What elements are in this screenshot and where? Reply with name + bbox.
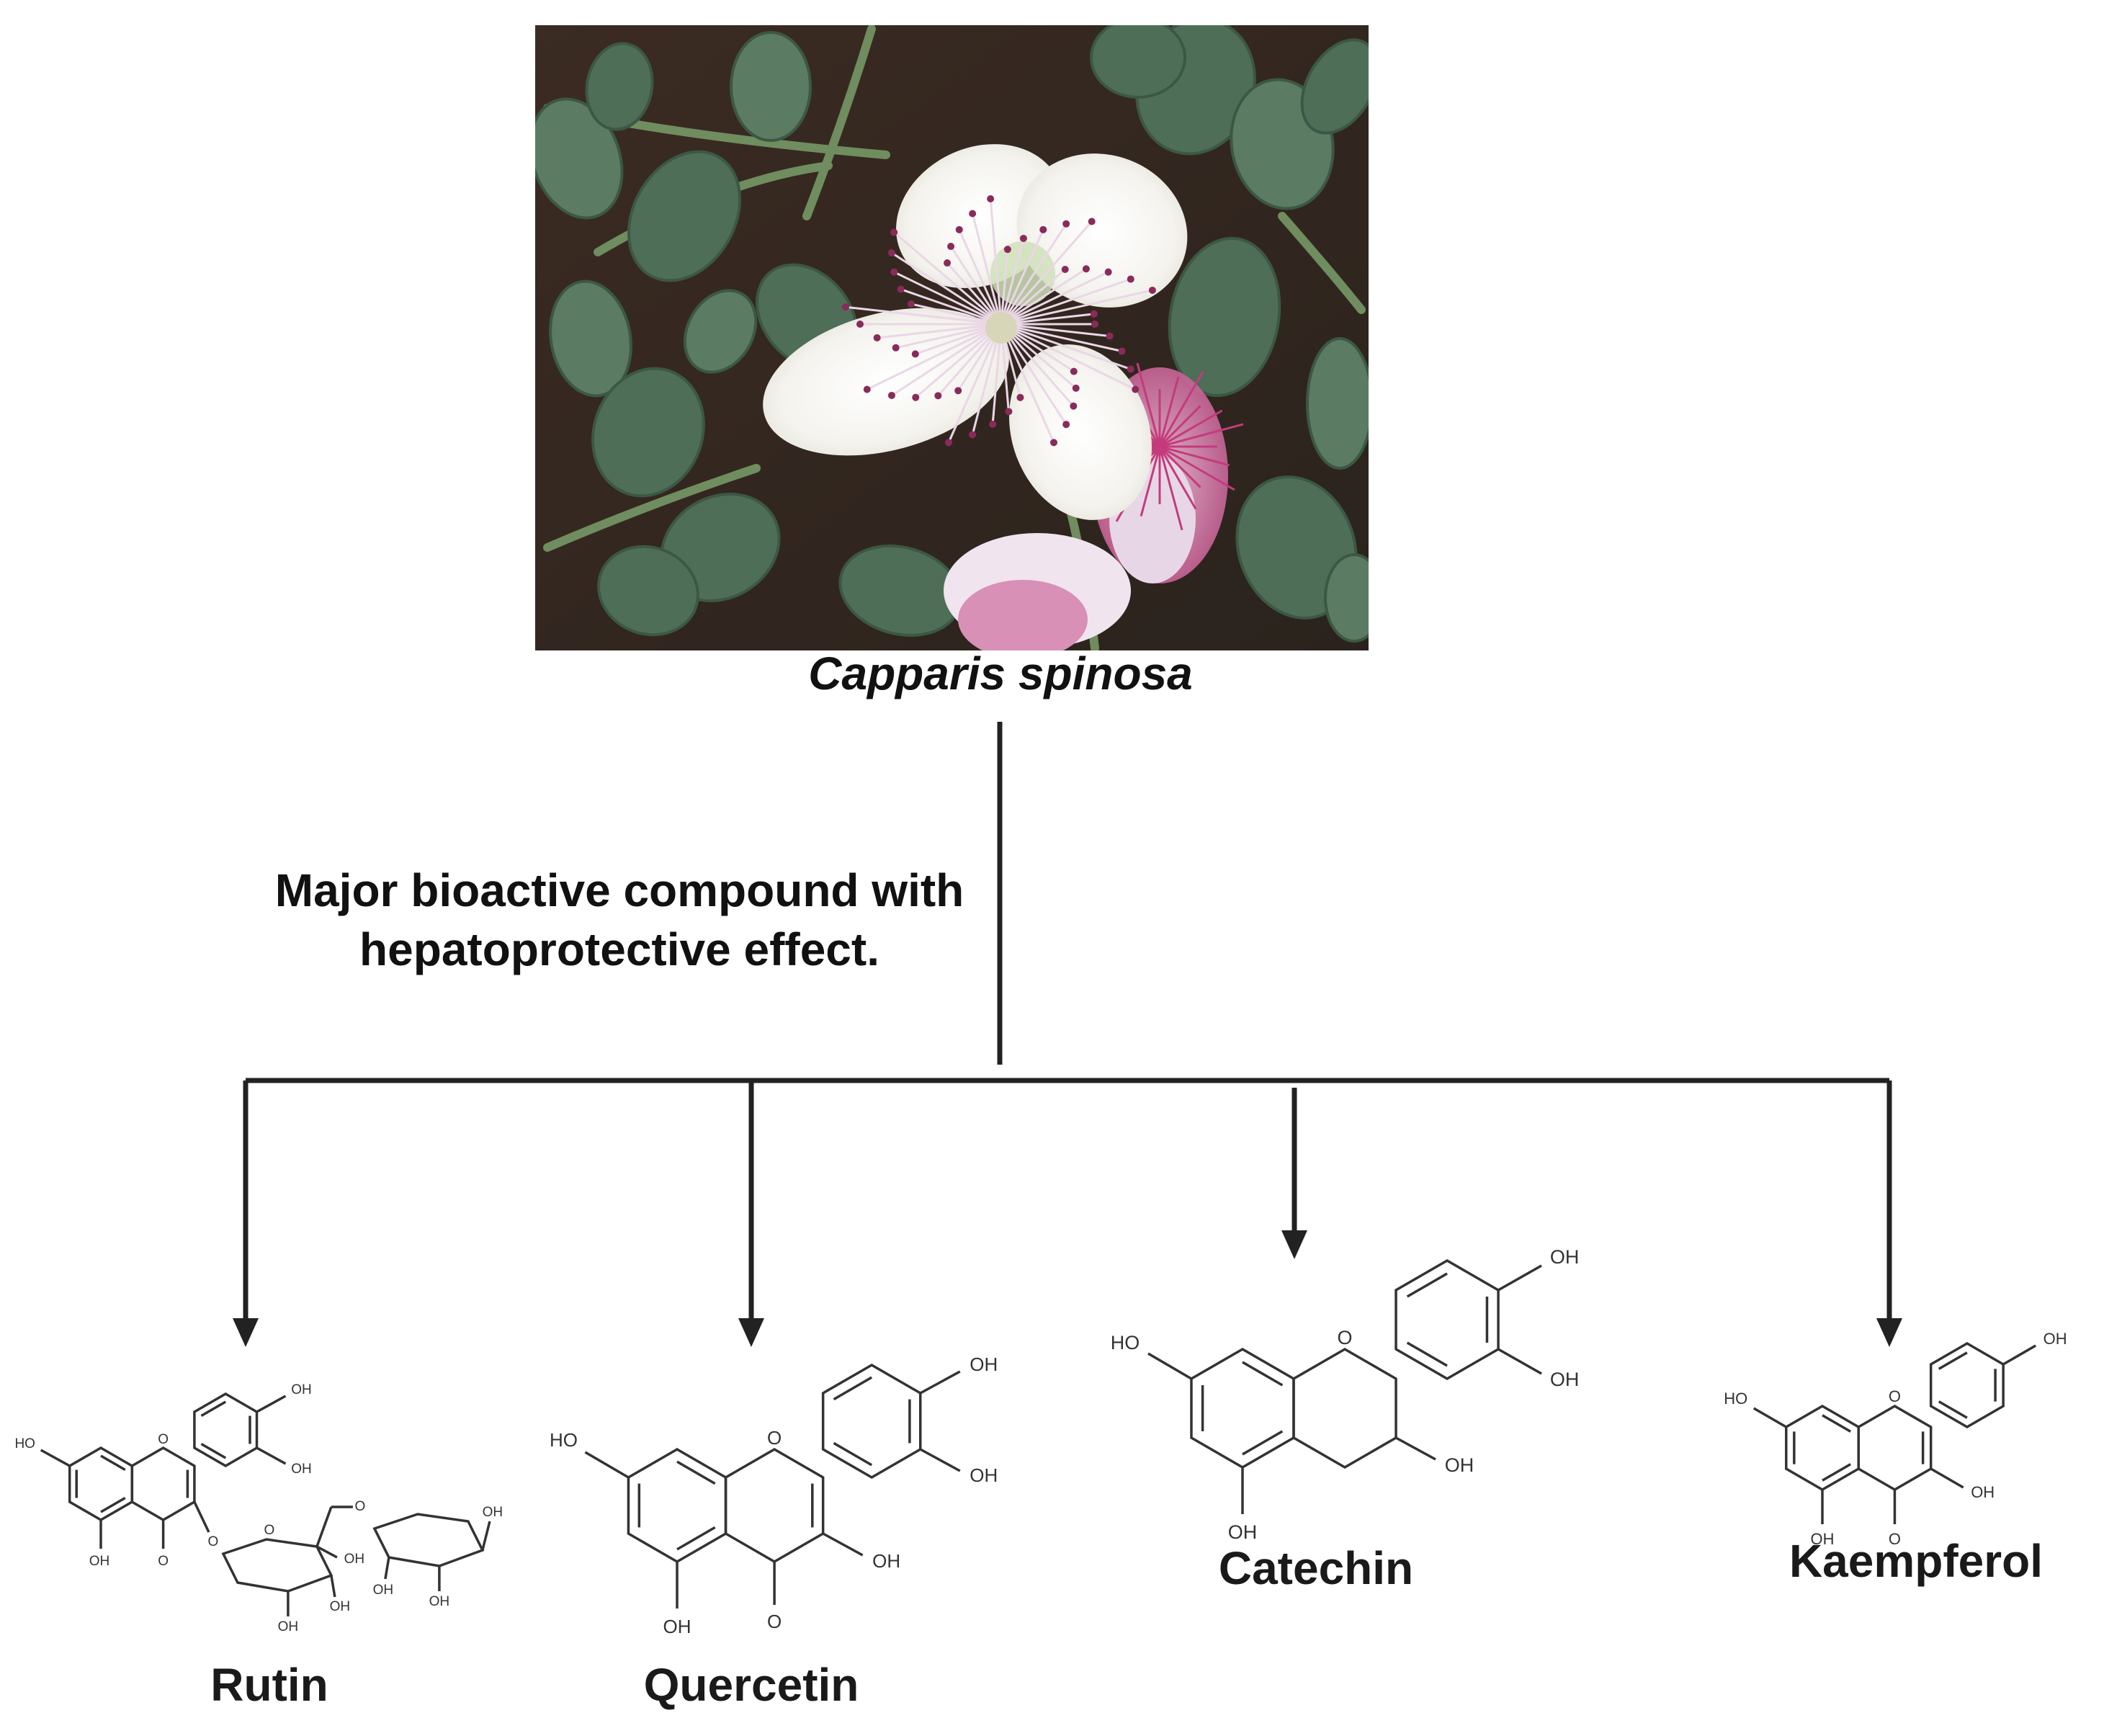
atom-label: OH <box>89 1554 110 1569</box>
atom-label: HO <box>1724 1390 1747 1408</box>
atom-label: OH <box>1550 1369 1580 1390</box>
ring-c <box>1857 1404 1933 1492</box>
plant-species-label: Capparis spinosa <box>808 648 1193 699</box>
atom-label: OH <box>872 1550 900 1572</box>
atom-label: O <box>1338 1327 1353 1348</box>
ring-c <box>724 1447 825 1564</box>
compound-name-kaempferol: Kaempferol <box>1789 1535 2043 1587</box>
ring-b <box>821 1363 922 1480</box>
leaf <box>683 289 758 374</box>
ring-b <box>1929 1341 2005 1429</box>
atom-label: OH <box>970 1464 998 1486</box>
second-flower <box>944 533 1131 650</box>
compound-name-quercetin: Quercetin <box>643 1659 859 1711</box>
atom-label: HO <box>550 1429 578 1451</box>
atom-label: OH <box>291 1462 312 1477</box>
leaf <box>585 42 654 131</box>
atom-label: O <box>158 1554 169 1569</box>
edge-label: Major bioactive compound with hepatoprot… <box>274 864 964 975</box>
ring-b <box>1394 1258 1500 1381</box>
atom-label: OH <box>330 1599 351 1614</box>
leaf <box>1090 25 1186 99</box>
atom-label: HO <box>14 1436 35 1451</box>
leaf <box>730 31 812 142</box>
connectors <box>243 722 1892 1318</box>
leaf <box>535 97 624 220</box>
sugar-ring-2 <box>372 1513 485 1567</box>
leaves <box>535 25 1369 643</box>
atom-label: O <box>767 1427 782 1449</box>
arrowhead-catechin <box>1281 1230 1307 1259</box>
atom-label: OH <box>1228 1521 1258 1543</box>
ring-a <box>1785 1404 1860 1492</box>
chemical-structures <box>40 1258 2037 1616</box>
atom-label: OH <box>663 1616 691 1637</box>
arrowhead-rutin <box>233 1318 259 1347</box>
atom-label: O <box>158 1432 169 1447</box>
leaf <box>1168 236 1281 398</box>
atom-label: OH <box>278 1619 299 1634</box>
atom-label: OH <box>291 1382 312 1397</box>
atom-label: OH <box>1811 1530 1835 1548</box>
atom-label: O <box>767 1611 782 1632</box>
atom-label: OH <box>1445 1454 1474 1476</box>
ring-c <box>130 1446 196 1522</box>
atom-label: OH <box>373 1583 394 1598</box>
atom-label: OH <box>1971 1483 1995 1501</box>
atom-label: HO <box>1111 1332 1140 1354</box>
atom-label: O <box>264 1523 275 1538</box>
leaf <box>1324 553 1369 643</box>
leaf <box>591 367 705 498</box>
leaf <box>1306 337 1369 470</box>
leaf <box>627 150 742 282</box>
atom-label: OH <box>429 1594 450 1609</box>
atom-label: OH <box>344 1552 365 1567</box>
compound-name-rutin: Rutin <box>210 1659 328 1711</box>
leaf <box>549 279 632 398</box>
leaf <box>1300 38 1369 135</box>
compound-name-catechin: Catechin <box>1218 1542 1414 1594</box>
atom-label: OH <box>483 1505 503 1520</box>
main-flower <box>763 144 1188 520</box>
ring-a <box>627 1447 728 1564</box>
atom-label: O <box>1889 1387 1901 1405</box>
ring-c <box>1292 1347 1397 1469</box>
atom-label: OH <box>970 1354 998 1375</box>
atom-label: OH <box>2043 1330 2067 1348</box>
atom-label: O <box>1889 1530 1901 1548</box>
ring-a <box>1190 1347 1295 1469</box>
leaf <box>597 545 699 637</box>
ring-b <box>193 1392 259 1468</box>
sugar-ring-1 <box>221 1538 333 1593</box>
ring-a <box>68 1446 134 1522</box>
atom-label: O <box>355 1499 366 1514</box>
plant-photo <box>535 25 1369 650</box>
arrowhead-quercetin <box>738 1318 764 1347</box>
atom-label: OH <box>1550 1246 1580 1268</box>
atom-label: O <box>208 1534 219 1549</box>
arrowhead-kaempferol <box>1876 1318 1902 1347</box>
